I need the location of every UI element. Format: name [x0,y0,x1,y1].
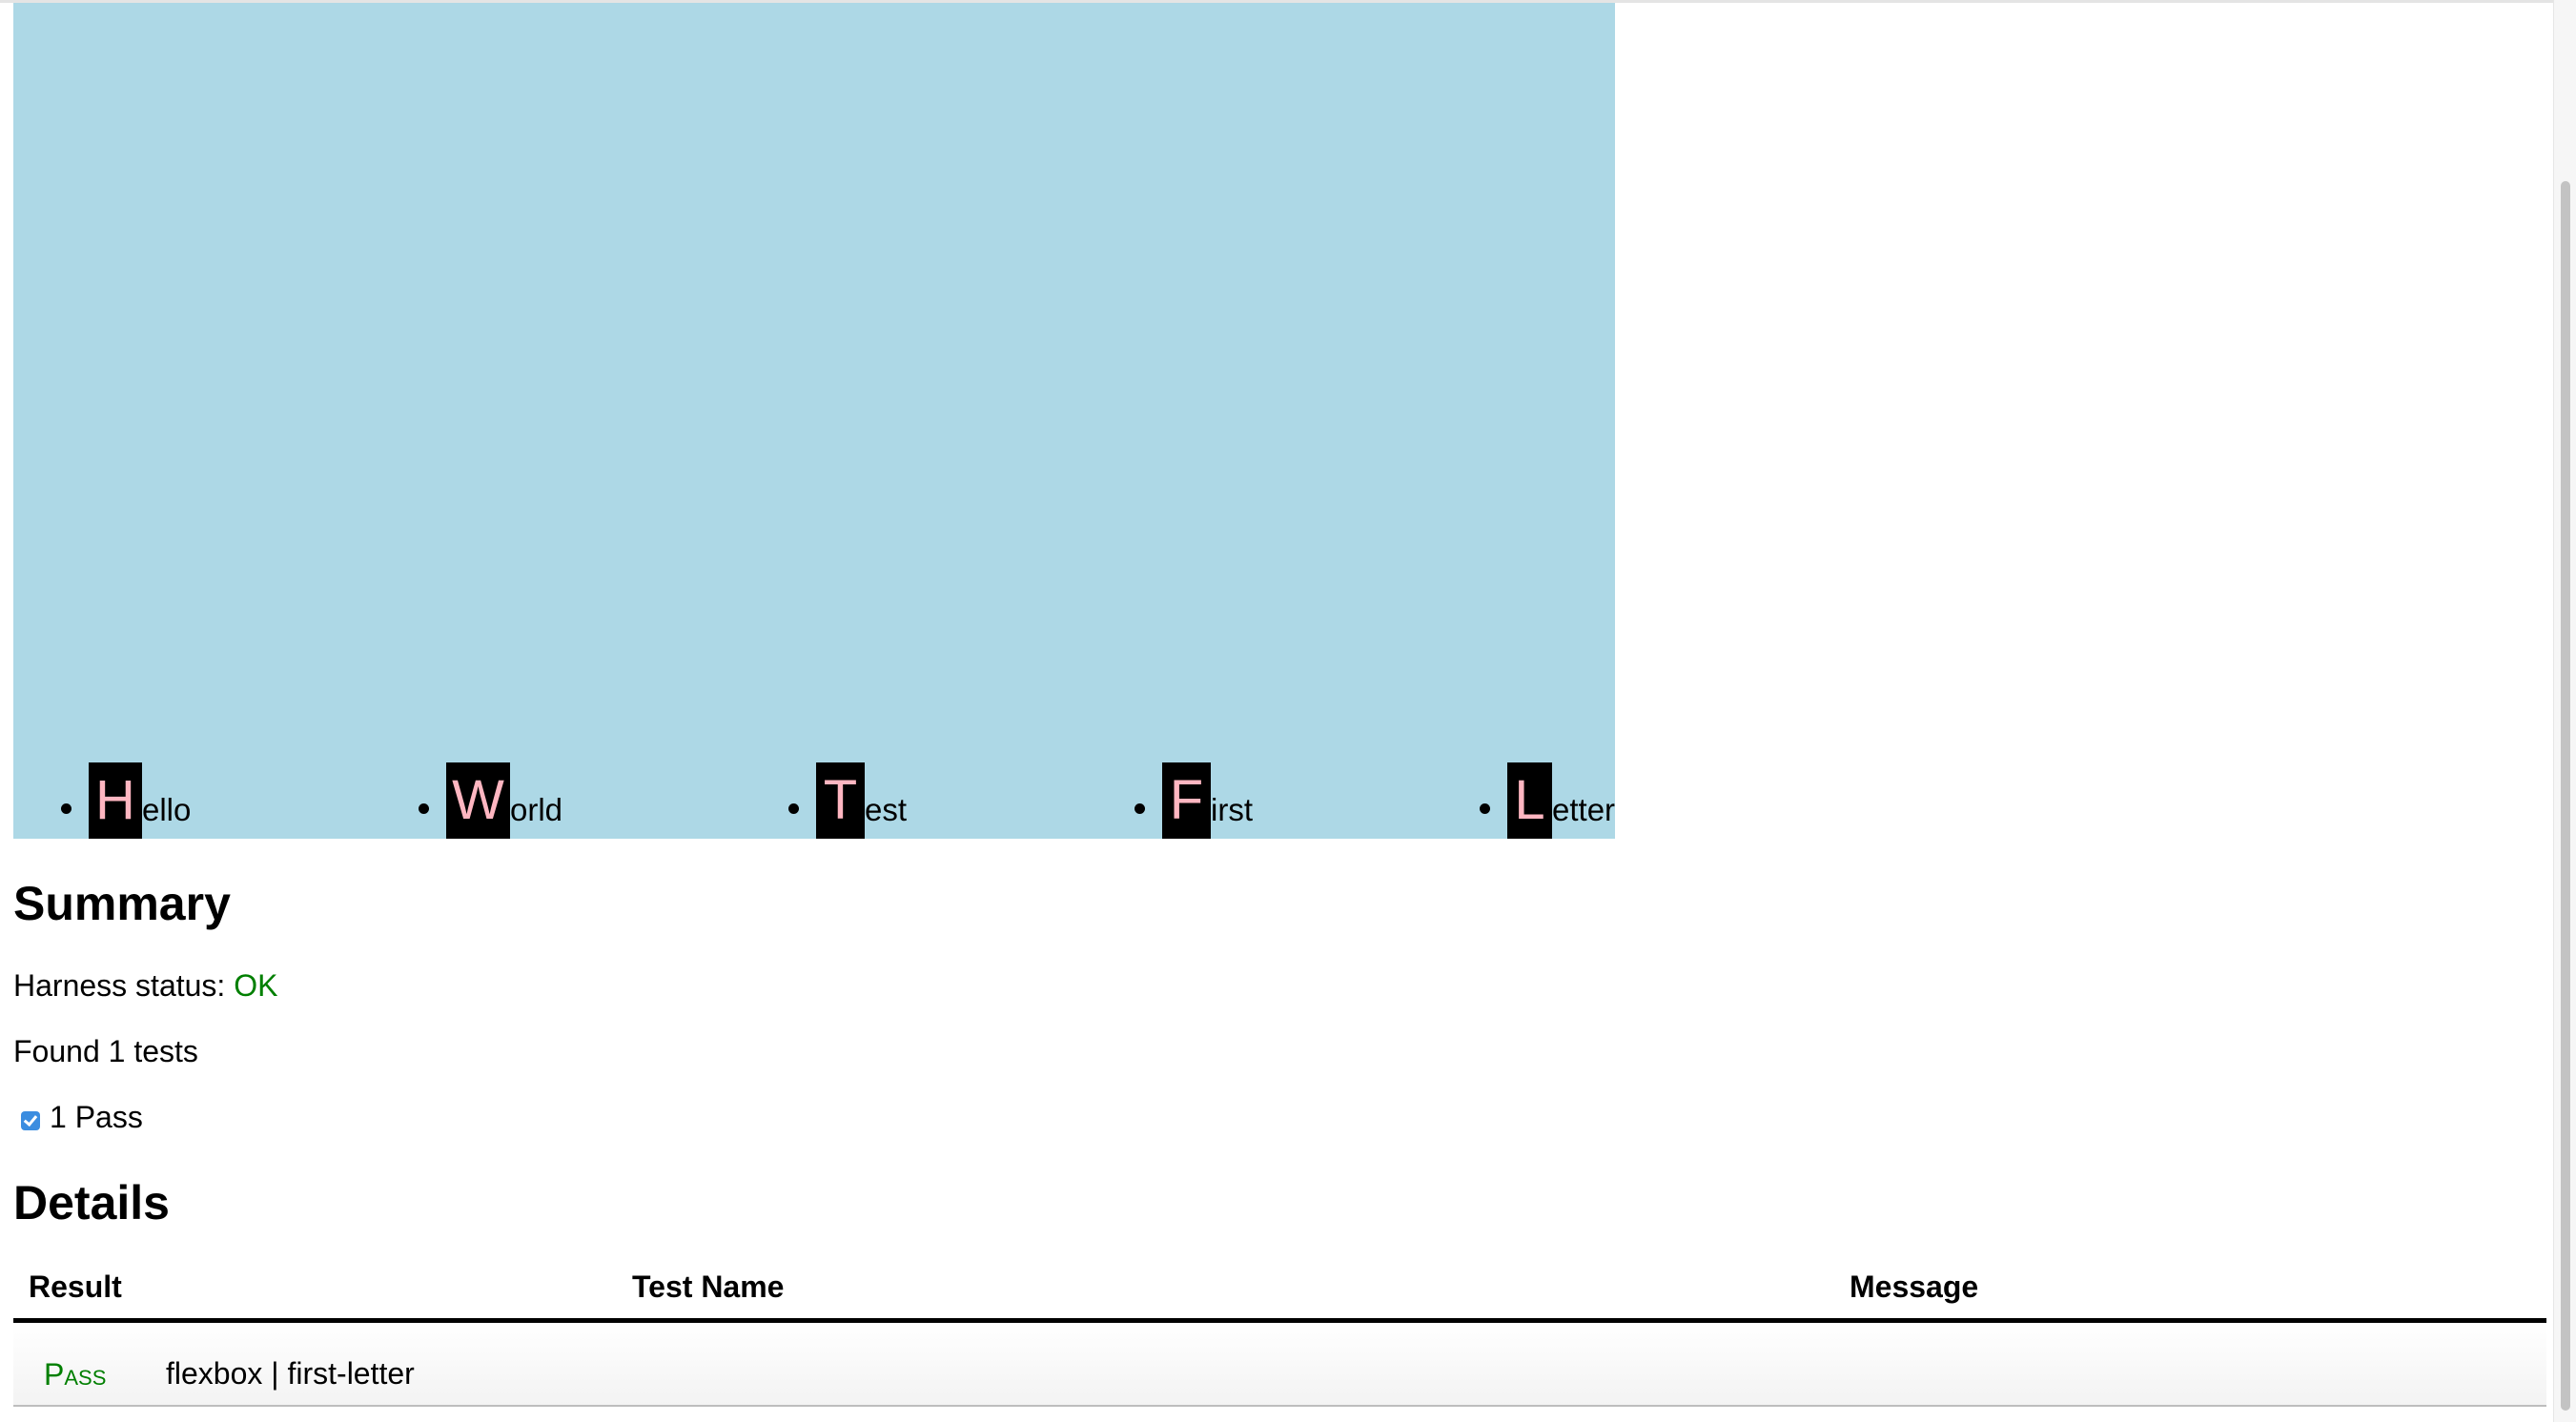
test-name-cell: flexbox | first-letter [166,1356,415,1391]
list-item: W orld [419,762,562,839]
table-row [13,1323,2546,1405]
harness-status-label: Harness status: [13,968,235,1003]
bullet-icon [61,803,72,814]
found-tests-text: Found 1 tests [13,1034,198,1068]
list-item: T est [788,762,907,839]
table-header-divider [13,1318,2546,1323]
scrollbar-thumb[interactable] [2561,181,2570,1411]
column-header-message: Message [1850,1270,1979,1304]
first-letter: T [816,762,865,839]
vertical-scrollbar[interactable] [2553,0,2576,1422]
flexbox-test-container: H ello W orld T est F irst L etter [13,3,1615,839]
table-row-divider [13,1405,2546,1407]
details-heading: Details [13,1176,170,1229]
pass-checkbox[interactable] [21,1111,40,1130]
list-item: F irst [1135,762,1253,839]
list-item-text: orld [510,792,563,827]
harness-status: Harness status: OK [13,966,277,1005]
first-letter: H [89,762,142,839]
summary-heading: Summary [13,877,231,930]
bullet-icon [1135,803,1145,814]
list-item-text: ello [142,792,192,827]
list-item-text: etter [1552,792,1616,827]
pass-filter: 1 Pass [21,1098,143,1136]
first-letter: W [446,762,510,839]
result-pass: Pass [44,1357,107,1392]
bullet-icon [1480,803,1490,814]
list-item-text: irst [1211,792,1253,827]
first-letter: L [1507,762,1552,839]
list-item: L etter [1480,762,1615,839]
top-border [0,0,2576,3]
column-header-result: Result [29,1270,122,1304]
pass-count-label: 1 Pass [50,1100,143,1134]
flex-list: H ello W orld T est F irst L etter [13,762,1615,839]
bullet-icon [419,803,429,814]
bullet-icon [788,803,799,814]
column-header-test-name: Test Name [632,1270,785,1304]
first-letter: F [1162,762,1211,839]
list-item-text: est [865,792,908,827]
list-item: H ello [61,762,191,839]
harness-status-value: OK [234,968,278,1003]
